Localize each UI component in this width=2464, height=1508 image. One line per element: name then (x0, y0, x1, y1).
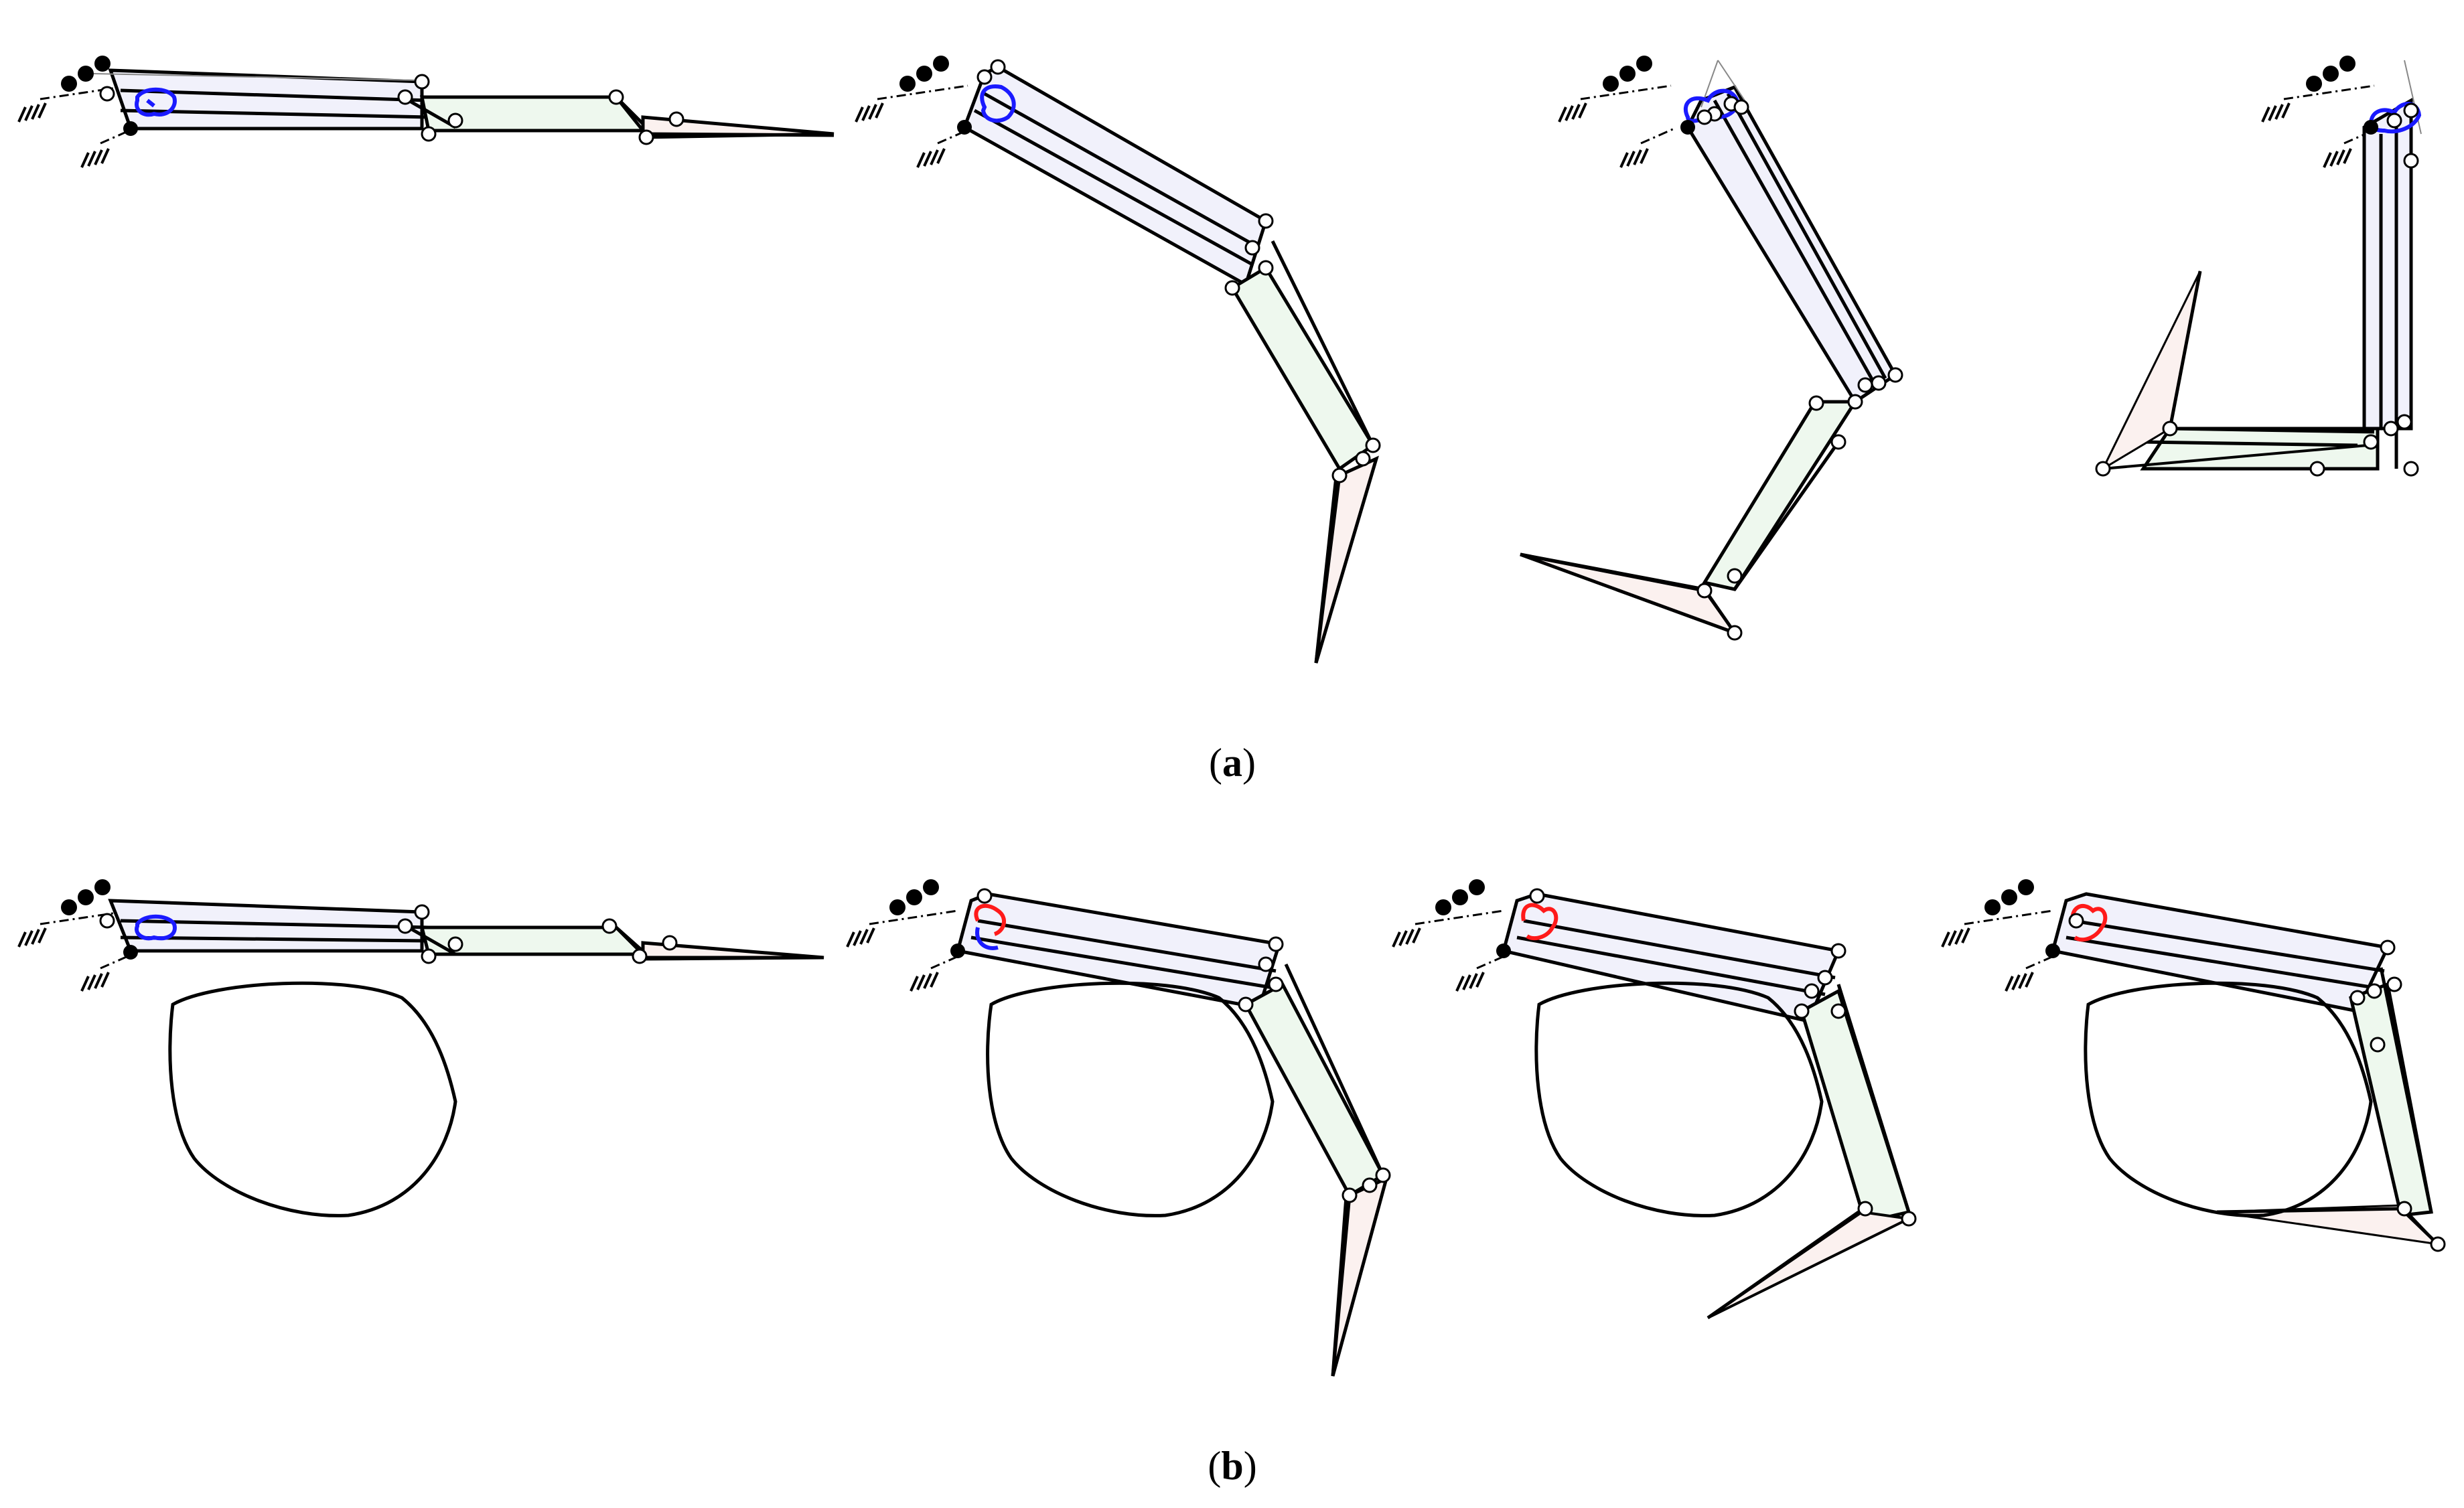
panel-a2-flexed (855, 56, 1381, 664)
panel-b3-contact (1392, 879, 1917, 1320)
panel-b2-contact (846, 879, 1391, 1377)
panel-b4-contact (1941, 879, 2446, 1252)
panel-a1-extended (17, 56, 835, 169)
grasped-object-outline (2084, 981, 2373, 1217)
caption-b: (b) (1208, 1444, 1257, 1488)
grasped-object-outline (986, 981, 1275, 1217)
grasped-object-outline (1534, 981, 1824, 1217)
caption-a: (a) (1209, 741, 1256, 785)
panel-b1-extended-with-object (17, 879, 824, 1217)
grasped-object-outline (168, 981, 457, 1217)
panel-a4-flexed (2095, 56, 2422, 477)
panel-a3-flexed (1520, 56, 1903, 641)
